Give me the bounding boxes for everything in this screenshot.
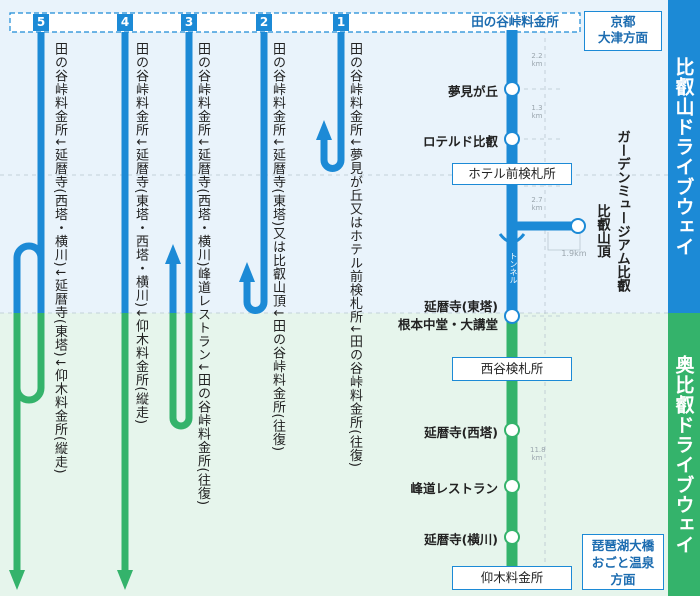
stop-circle-todo xyxy=(504,308,520,324)
direction-line-2: おごと温泉 xyxy=(591,555,655,570)
route-number-1: 1 xyxy=(333,14,349,31)
biwako-ogoto-direction: 琵琶湖大橋 おごと温泉 方面 xyxy=(582,534,664,590)
distance-label-3: 2.7 km xyxy=(531,196,543,212)
route-1-line xyxy=(316,32,345,172)
garden-distance-bracket xyxy=(547,232,581,251)
route-5-line xyxy=(9,32,45,590)
route-4-line xyxy=(117,32,133,590)
stop-label-roterudo: ロテルド比叡 xyxy=(422,134,498,149)
distance-label-2: 1.3 km xyxy=(531,104,543,120)
direction-line-3: 方面 xyxy=(610,572,636,587)
dashed-reference-lines xyxy=(0,30,668,581)
direction-line-2: 大津方面 xyxy=(597,30,648,45)
drive-way-upper-band xyxy=(0,0,668,313)
route-2-line xyxy=(239,32,268,314)
stop-circle-saito xyxy=(504,422,520,438)
route-2-description: 田の谷峠料金所↓延暦寺(東塔)又は比叡山頂↓田の谷峠料金所(往復) xyxy=(270,42,285,452)
route-number-2: 2 xyxy=(256,14,272,31)
stop-circle-yokawa xyxy=(504,529,520,545)
stop-circle-roterudo xyxy=(504,131,520,147)
direction-line-1: 京都 xyxy=(610,14,636,29)
okuhiei-driveway-label: 奥比叡ドライブウェイ xyxy=(668,313,700,596)
tunnel-curve xyxy=(498,233,526,244)
stop-circle-minedo xyxy=(504,478,520,494)
stop-label-minedo: 峰道レストラン xyxy=(410,481,498,496)
route-number-4: 4 xyxy=(117,14,133,31)
tanotani-gate-label: 田の谷峠料金所 xyxy=(471,14,559,29)
route-3-line xyxy=(165,32,193,430)
stop-label-todo-name: 延暦寺(東塔) xyxy=(424,299,498,314)
garden-museum-label: ガーデンミュージアム比叡 xyxy=(614,130,630,292)
distance-label-4: 1.9km xyxy=(561,249,587,258)
saidani-checkpoint-box: 西谷検札所 xyxy=(452,357,572,381)
distance-label-5: 11.8 km xyxy=(530,446,546,462)
hotel-checkpoint-box: ホテル前検札所 xyxy=(452,163,572,185)
top-gate-frame xyxy=(9,12,581,33)
kyoto-otsu-direction: 京都 大津方面 xyxy=(584,11,662,51)
route-5-description: 田の谷峠料金所↓延暦寺(西塔・横川)↓延暦寺(東塔)↓仰木料金所(縦走) xyxy=(52,42,67,475)
route-4-description: 田の谷峠料金所↓延暦寺(東塔・西塔・横川)↓仰木料金所(縦走) xyxy=(133,42,148,425)
stop-label-saito: 延暦寺(西塔) xyxy=(424,425,498,440)
route-1-description: 田の谷峠料金所↓夢見が丘又はホテル前検札所↓田の谷峠料金所(往復) xyxy=(347,42,362,468)
hiei-driveway-label: 比叡山ドライブウェイ xyxy=(668,0,700,313)
tunnel-label: トンネル xyxy=(509,252,518,284)
stop-label-yumemi: 夢見が丘 xyxy=(447,84,498,99)
summit-label: 比叡山頂 xyxy=(594,204,610,258)
distance-label-1: 2.2 km xyxy=(531,52,543,68)
stop-label-todo-hall: 根本中堂・大講堂 xyxy=(397,317,498,332)
route-number-3: 3 xyxy=(181,14,197,31)
direction-line-1: 琵琶湖大橋 xyxy=(591,538,655,553)
stop-label-yokawa: 延暦寺(横川) xyxy=(424,532,498,547)
ogi-tollgate-box: 仰木料金所 xyxy=(452,566,572,590)
route-number-5: 5 xyxy=(33,14,49,31)
stop-circle-yumemi xyxy=(504,81,520,97)
route-3-description: 田の谷峠料金所↓延暦寺(西塔・横川)峰道レストラン↓田の谷峠料金所(往復) xyxy=(195,42,210,506)
stop-circle-summit xyxy=(570,218,586,234)
stop-label-todo: 延暦寺(東塔) 根本中堂・大講堂 xyxy=(376,298,498,334)
